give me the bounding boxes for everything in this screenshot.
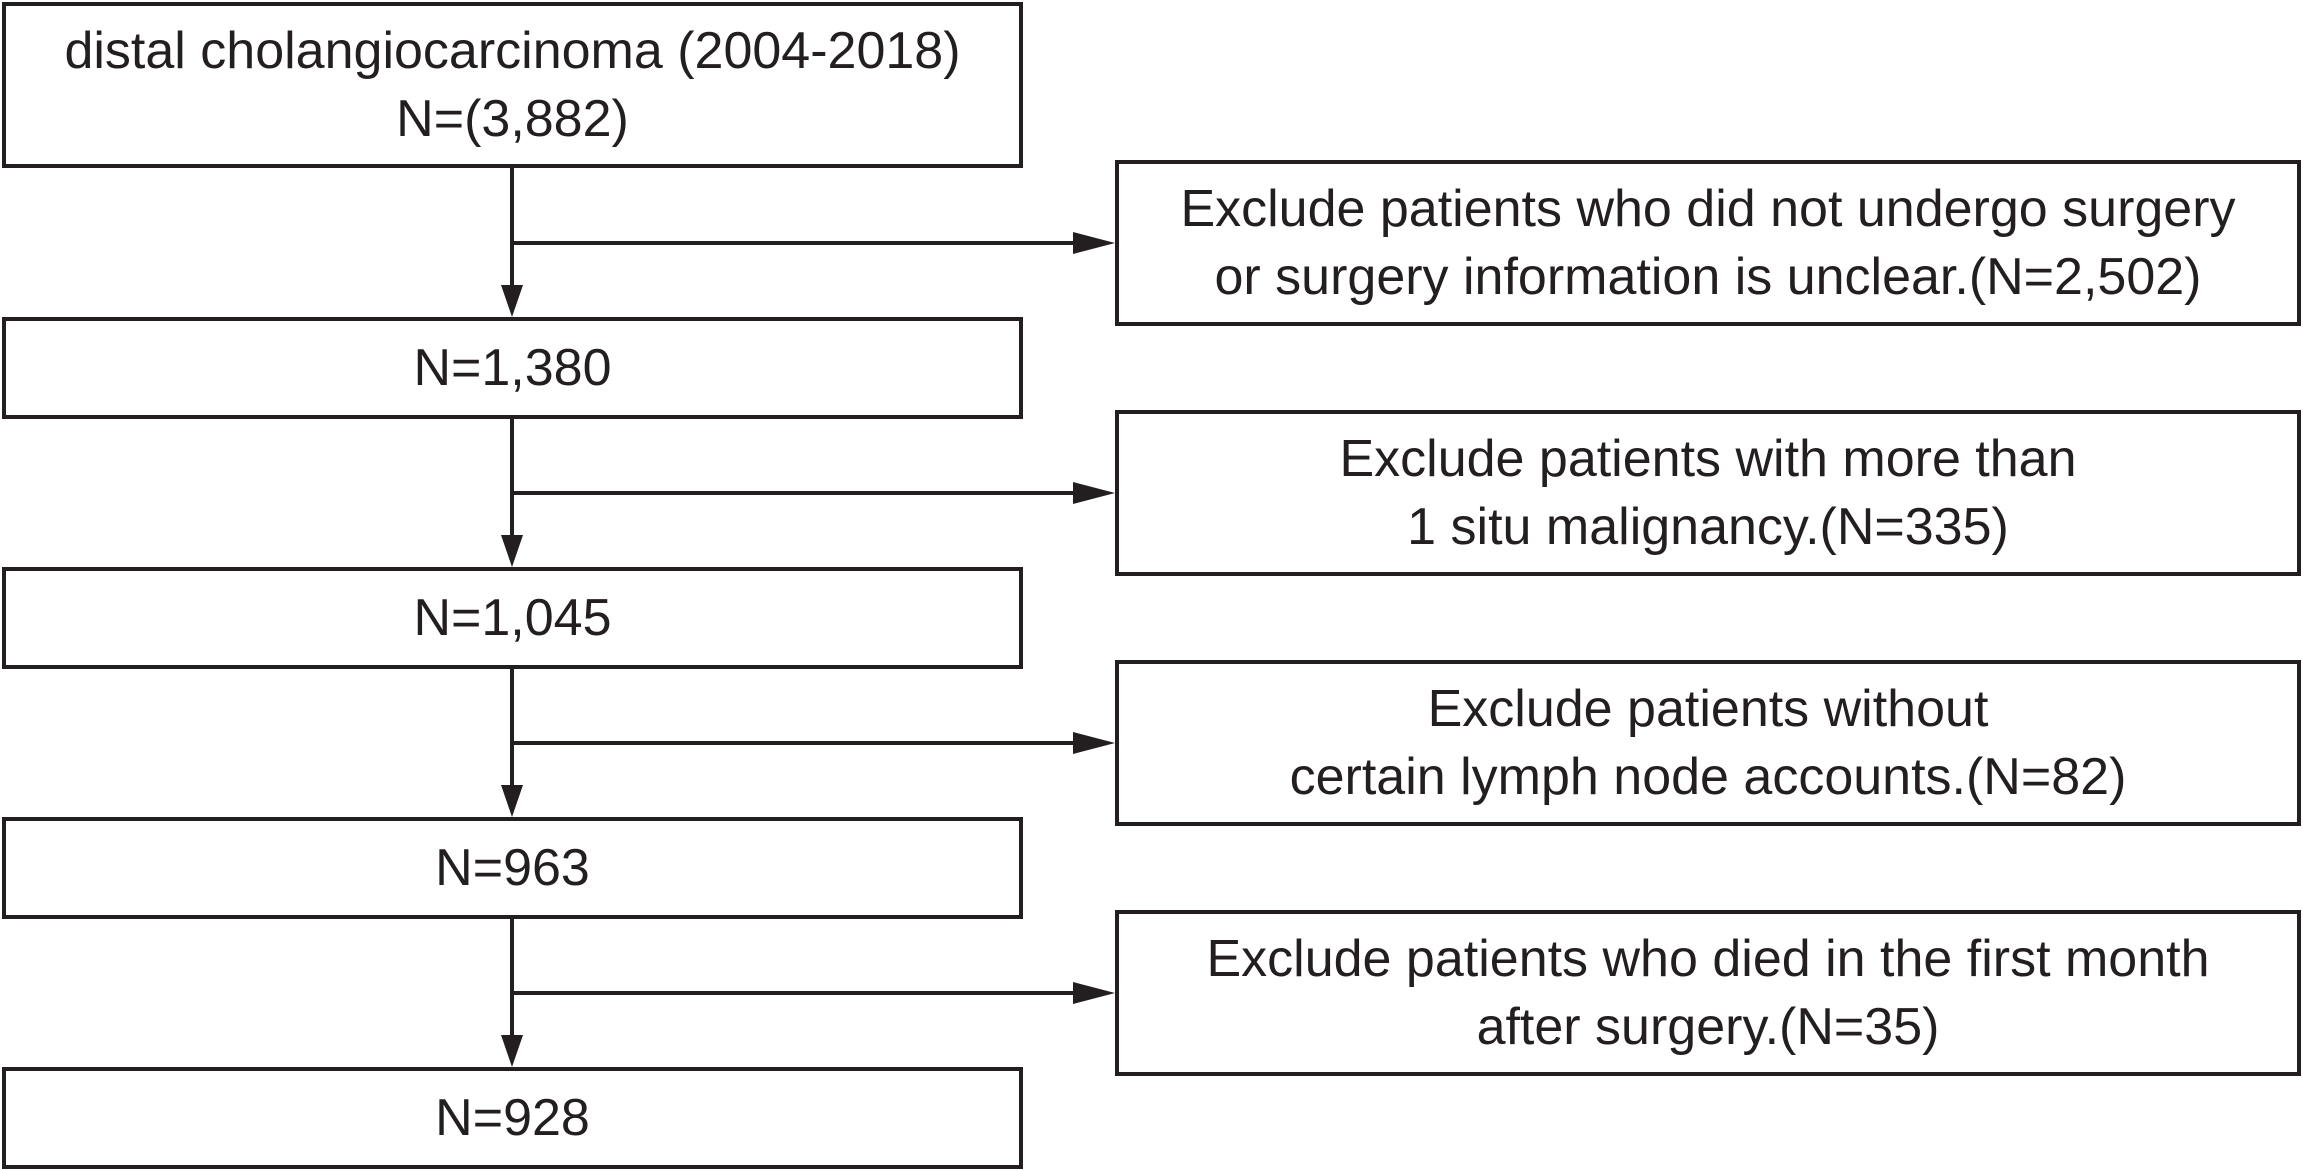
right-arrowhead [1073,232,1115,254]
exclusion-text: certain lymph node accounts.(N=82) [1289,748,2127,806]
exclusion-text: Exclude patients who did not undergo sur… [1180,180,2236,238]
down-arrowhead [501,1035,523,1067]
cohort-count: N=1,045 [413,589,612,647]
cohort-box-step-1: N=1,380 [2,317,1023,419]
exclusion-box-2: Exclude patients with more than 1 situ m… [1115,410,2301,576]
down-arrowhead [501,285,523,317]
exclusion-box-1: Exclude patients who did not undergo sur… [1115,160,2301,326]
cohort-box-step-2: N=1,045 [2,567,1023,669]
exclusion-text: or surgery information is unclear.(N=2,5… [1214,248,2202,306]
cohort-box-final: N=928 [2,1067,1023,1169]
exclusion-text: Exclude patients with more than [1339,430,2077,488]
right-arrowhead [1073,982,1115,1004]
down-arrowhead [501,785,523,817]
cohort-count: N=1,380 [413,339,612,397]
down-arrowhead [501,535,523,567]
cohort-box-step-3: N=963 [2,817,1023,919]
exclusion-text: after surgery.(N=35) [1476,998,1940,1056]
right-arrowhead [1073,732,1115,754]
right-arrowhead [1073,482,1115,504]
exclusion-box-3: Exclude patients without certain lymph n… [1115,660,2301,826]
cohort-box-initial: distal cholangiocarcinoma (2004-2018) N=… [2,2,1023,168]
exclusion-text: 1 situ malignancy.(N=335) [1407,498,2009,556]
cohort-label: distal cholangiocarcinoma (2004-2018) [64,22,961,80]
exclusion-text: Exclude patients without [1427,680,1989,738]
exclusion-text: Exclude patients who died in the first m… [1206,930,2210,988]
cohort-count: N=928 [435,1089,590,1147]
cohort-count: N=(3,882) [396,90,629,148]
exclusion-box-4: Exclude patients who died in the first m… [1115,910,2301,1076]
cohort-count: N=963 [435,839,590,897]
